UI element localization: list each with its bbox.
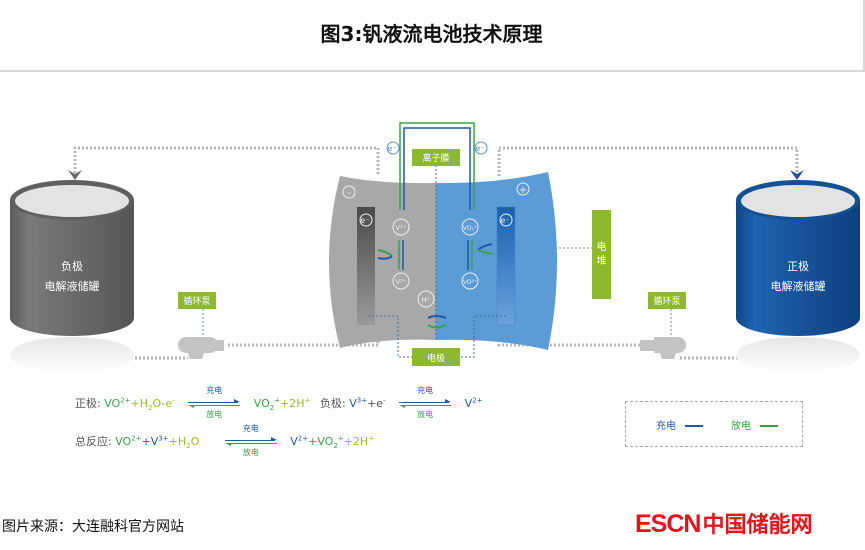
discharge-label: 放电: [206, 410, 223, 419]
pump-right-label: 循环泵: [653, 295, 680, 307]
charge-label: 充电: [417, 386, 434, 395]
eq-term: 2: [186, 442, 191, 451]
eq-term: 3+: [158, 434, 169, 443]
eq-term: 2+: [472, 396, 483, 405]
negative-sign: -: [347, 188, 351, 199]
charge-label: 充电: [242, 424, 259, 433]
negative-tank-label-1: 负极: [61, 259, 83, 273]
eq-term: 2: [148, 404, 153, 413]
equation-total: 总反应: VO2++V3++H2O 充电放电 V2++VO2++2H+: [75, 424, 375, 457]
electrode-electrons: e⁻ e⁻: [359, 213, 513, 227]
electrode-label: 电极: [427, 352, 445, 364]
eq-label: 正极:: [75, 397, 101, 410]
discharge-label: 放电: [242, 448, 259, 457]
membrane-label: 离子膜: [422, 152, 449, 164]
positive-tank-label-1: 正极: [787, 259, 809, 273]
reversible-arrow: 充电放电: [399, 386, 452, 419]
figure-title: 图3:钒液流电池技术原理: [320, 22, 543, 46]
ion-vo2plus: VO₂⁺: [463, 225, 477, 232]
ion-vo2plus2: VO²⁺: [463, 279, 477, 286]
flow-arrow-icon: [68, 170, 82, 180]
legend-discharge: 放电: [731, 417, 779, 432]
eq-term: +H: [168, 435, 187, 448]
legend-discharge-label: 放电: [731, 421, 751, 432]
eq-label: 负极:: [320, 397, 346, 410]
pump-left: 循环泵: [178, 292, 224, 359]
flow-arrow-icon: [790, 170, 804, 180]
stack-label-group: 电 堆: [551, 210, 611, 299]
eq-term: -: [172, 396, 175, 405]
legend: 充电 放电: [625, 401, 803, 447]
stack-label-1: 电: [597, 240, 607, 253]
electron-icon: e⁻: [500, 216, 509, 225]
legend-charge: 充电: [656, 417, 704, 432]
cell-body: - +: [329, 165, 557, 350]
eq-term: VO: [115, 435, 132, 448]
eq-term: +: [337, 434, 344, 443]
legend-discharge-line: [760, 425, 779, 427]
reversible-arrow: 充电放电: [224, 424, 277, 457]
eq-term: VO: [253, 397, 270, 410]
eq-term: 3+: [356, 396, 368, 405]
eq-term: +2H: [280, 397, 305, 410]
eq-term: +: [368, 434, 375, 443]
charge-label: 充电: [206, 386, 223, 395]
eq-label: 总反应:: [75, 435, 112, 448]
pump-right: 循环泵: [640, 292, 686, 359]
negative-tank-label-2: 电解液储罐: [45, 279, 100, 293]
eq-term: -: [383, 396, 386, 405]
negative-tank: 负极 电解液储罐: [10, 180, 134, 373]
ions: V²⁺ V³⁺ VO₂⁺ VO²⁺ H⁺: [377, 218, 493, 329]
eq-term: 2: [269, 404, 275, 413]
escn-logo: ESCN中国储能网: [635, 507, 812, 539]
eq-term: O-e: [152, 397, 173, 410]
image-source: 图片来源：大连融科官方网站: [2, 519, 184, 535]
logo-cn: 中国储能网: [702, 513, 813, 538]
pump-left-label: 循环泵: [183, 295, 210, 307]
logo-latin: ESCN: [635, 510, 701, 538]
eq-term: V: [290, 435, 298, 448]
title-band: 图3:钒液流电池技术原理: [0, 0, 865, 72]
electron-icon: e⁻: [360, 216, 369, 225]
eq-term: O: [190, 435, 200, 448]
eq-term: V: [349, 397, 357, 410]
stack-label-2: 堆: [597, 255, 607, 267]
eq-term: 2: [333, 442, 338, 451]
equation-negative: 负极: V3++e- 充电放电 V2+: [320, 386, 483, 419]
discharge-label: 放电: [417, 410, 434, 419]
eq-term: +2H: [343, 435, 369, 448]
eq-term: +e: [367, 397, 384, 410]
eq-term: +: [304, 396, 311, 405]
electron-icon: e⁻: [387, 144, 396, 153]
ion-proton: H⁺: [422, 296, 431, 304]
positive-tank-label-2: 电解液储罐: [771, 279, 826, 293]
positive-sign: +: [519, 185, 527, 196]
ion-v3: V³⁺: [395, 278, 407, 286]
eq-term: 2+: [120, 396, 131, 405]
pump-icon: [178, 337, 218, 359]
equation-positive: 正极: VO2++H2O-e- 充电放电 VO2++2H+: [75, 386, 311, 419]
eq-term: 2+: [131, 434, 142, 443]
ion-v2: V²⁺: [395, 224, 407, 232]
eq-term: +: [274, 396, 281, 405]
legend-charge-label: 充电: [656, 421, 676, 432]
eq-term: V: [464, 397, 473, 410]
electron-icon: e⁻: [475, 144, 484, 153]
eq-term: VO: [104, 397, 121, 410]
reversible-arrow: 充电放电: [188, 386, 241, 419]
eq-term: +V: [141, 435, 159, 448]
eq-term: +H: [130, 397, 149, 410]
external-circuit: e⁻ e⁻ 离子膜: [386, 122, 488, 210]
eq-term: 2+: [297, 434, 309, 443]
legend-charge-line: [685, 425, 704, 427]
positive-tank: 正极 电解液储罐: [736, 180, 860, 373]
pump-icon: [654, 337, 686, 359]
eq-term: +VO: [308, 435, 334, 448]
electrode-label-group: 电极: [368, 315, 506, 366]
